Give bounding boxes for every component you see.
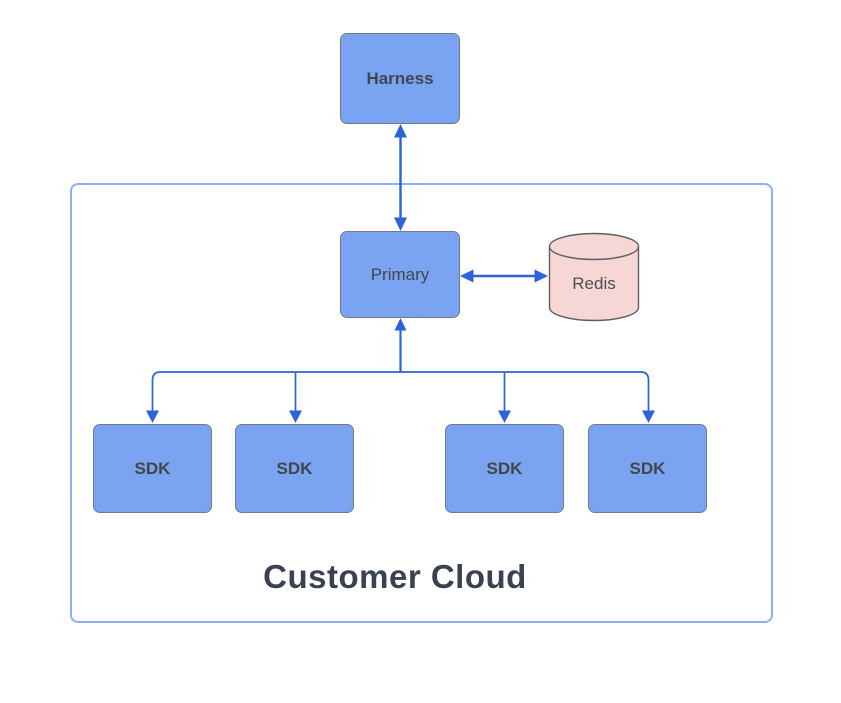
sdk-node-label: SDK [134, 458, 171, 478]
redis-node-label: Redis [572, 274, 616, 293]
harness-node: Harness [340, 33, 460, 124]
primary-node-label: Primary [370, 264, 430, 284]
sdk-node-label: SDK [486, 458, 523, 478]
cylinder-shape-icon [548, 232, 640, 322]
sdk-node-1: SDK [93, 424, 212, 513]
sdk-node-label: SDK [276, 458, 313, 478]
primary-node: Primary [340, 231, 460, 318]
sdk-node-2: SDK [235, 424, 354, 513]
customer-cloud-label: Customer Cloud [263, 558, 527, 595]
sdk-node-label: SDK [629, 458, 666, 478]
sdk-node-4: SDK [588, 424, 707, 513]
harness-node-label: Harness [366, 68, 434, 88]
sdk-node-3: SDK [445, 424, 564, 513]
redis-cylinder-node: Redis [548, 232, 640, 322]
customer-cloud-container [70, 183, 773, 623]
